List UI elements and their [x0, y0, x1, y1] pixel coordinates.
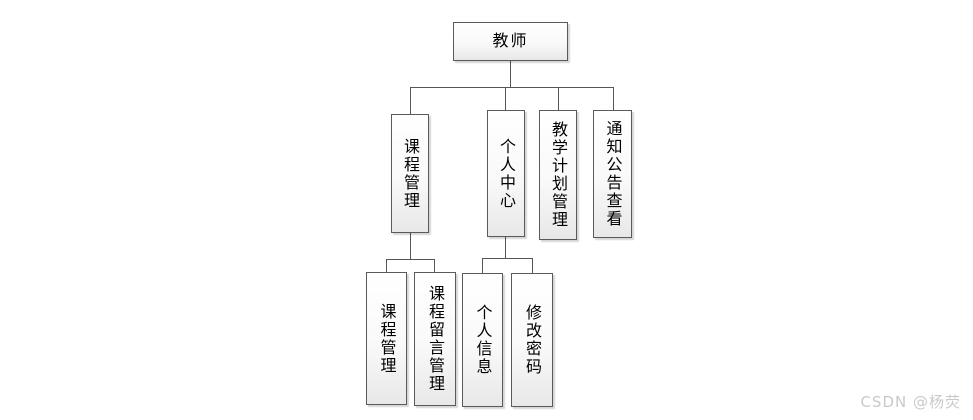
node-course-message-mgmt: 课程留言管理 — [414, 272, 456, 406]
node-personal-center-label: 个人中心 — [497, 137, 516, 210]
node-personal-center: 个人中心 — [487, 110, 525, 237]
node-course-mgmt-label: 课程管理 — [401, 137, 420, 210]
node-course-mgmt-sub: 课程管理 — [366, 272, 407, 405]
connector-course-mgmt-vline — [410, 233, 411, 259]
connector-level1-hline — [410, 87, 614, 88]
node-notice-view-label: 通知公告查看 — [603, 120, 623, 228]
connector-course-mgmt-hline — [386, 259, 435, 260]
node-teaching-plan-mgmt-label: 教学计划管理 — [549, 121, 568, 229]
node-teacher-label: 教师 — [492, 31, 529, 51]
node-course-mgmt-sub-label: 课程管理 — [377, 302, 397, 375]
node-course-message-mgmt-label: 课程留言管理 — [426, 285, 445, 393]
node-change-password-label: 修改密码 — [523, 304, 542, 376]
connector-personal-center-vline — [505, 237, 506, 258]
connector-drop-course-mgmt-sub — [386, 259, 387, 272]
connector-drop-course-message-mgmt — [434, 259, 435, 272]
connector-drop-course-mgmt — [410, 87, 411, 114]
connector-drop-teaching-plan-mgmt — [558, 87, 559, 110]
connector-drop-notice-view — [613, 87, 614, 110]
node-teaching-plan-mgmt: 教学计划管理 — [539, 110, 577, 240]
node-change-password: 修改密码 — [511, 273, 553, 407]
connector-drop-personal-center — [505, 87, 506, 110]
connector-personal-center-hline — [482, 258, 533, 259]
connector-drop-personal-info — [482, 258, 483, 273]
csdn-watermark: CSDN @杨荧 — [860, 393, 961, 411]
node-personal-info-label: 个人信息 — [473, 304, 493, 376]
node-teacher: 教师 — [453, 22, 568, 61]
node-course-mgmt: 课程管理 — [391, 114, 429, 233]
connector-drop-change-password — [532, 258, 533, 273]
node-personal-info: 个人信息 — [462, 273, 503, 407]
node-notice-view: 通知公告查看 — [593, 110, 632, 238]
connector-root-vline — [510, 61, 511, 87]
